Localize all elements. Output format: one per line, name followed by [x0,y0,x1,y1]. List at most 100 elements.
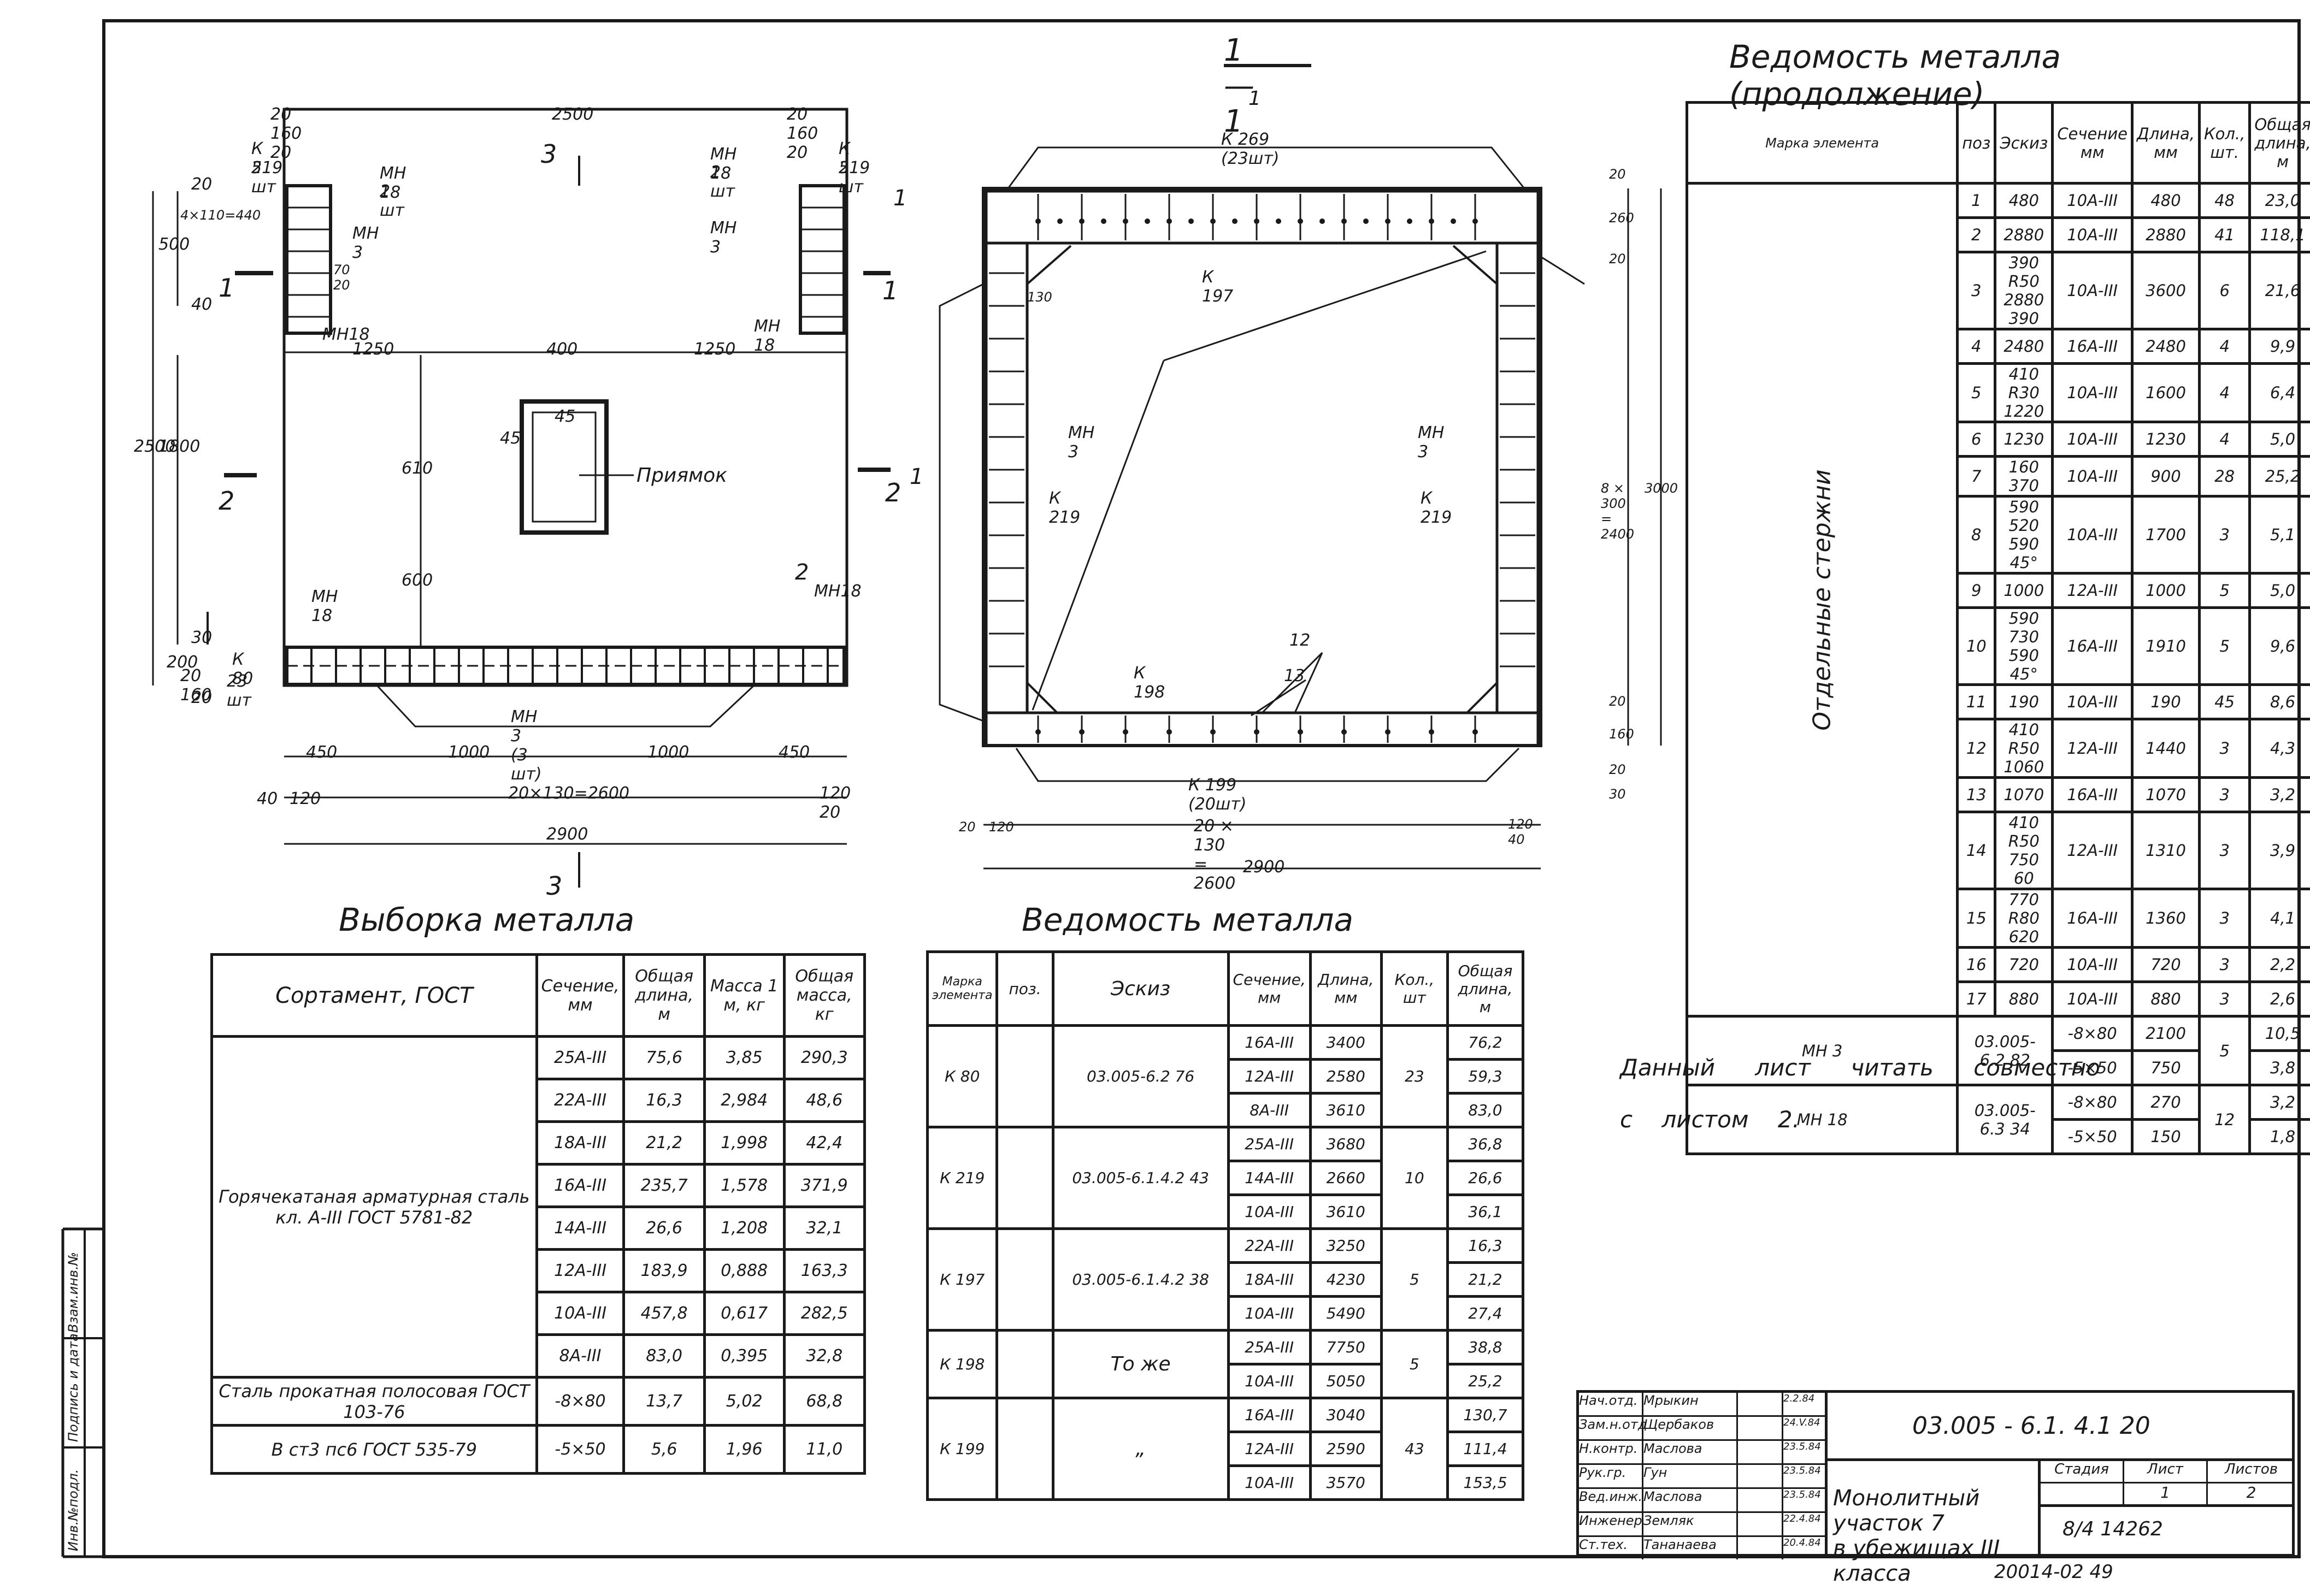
table-row: МН 18 03.005-6.3 34 -8×80 270 12 3,2 [1685,1084,2310,1155]
staff-role: Зам.н.отд [1579,1417,1647,1439]
staff-name: Маслова [1643,1489,1738,1511]
table-row: -5×50 150 1,8 [1687,1118,2310,1155]
table-row: К 197 03.005-6.1.4.2 38 22А-III 3250 5 1… [926,1227,1525,1332]
total-cell: 5,0 [2248,572,2310,609]
staff-name: Маслова [1643,1441,1738,1463]
cell: 5050 [1309,1363,1383,1399]
cell: 8А-III [1227,1092,1312,1128]
pos-cell [995,1227,1054,1332]
sheets-total: 2 [2246,1483,2256,1502]
staff-role: Ст.тех. [1579,1537,1643,1559]
cell: 3040 [1309,1397,1383,1433]
cell: 36,1 [1446,1193,1525,1230]
cell: 1,208 [703,1205,786,1251]
sketch-cell: 2480 [1994,328,2054,365]
pos-cell: 5 [1956,362,1997,423]
side-stamp-sign: Подпись и дата [66,1333,81,1442]
length-cell: 2100 [2131,1015,2201,1052]
qty-cell: 3 [2198,888,2252,949]
mark-cell: К 199 [926,1397,999,1501]
dim-label: 20 160 20 [270,105,302,162]
cell: 371,9 [782,1163,867,1208]
pos-cell: 7 [1956,455,1997,498]
cell: 0,888 [703,1248,786,1293]
note-line-1: Данный лист читать совместно [1620,1054,2100,1081]
cell: 1,96 [703,1424,786,1475]
sketch-cell: 880 [1994,980,2054,1018]
dim-label: 1250 [694,340,736,359]
mark-label: МН 18 [754,317,781,355]
cell: 5,02 [703,1376,786,1427]
cut-label: 1 [882,276,899,305]
cell: 3570 [1309,1464,1383,1501]
cell: 2580 [1309,1058,1383,1095]
mark-label: К 197 [1202,268,1234,306]
total-cell: 118,1 [2248,216,2310,253]
pos-cell [995,1397,1054,1501]
total-cell: 25,2 [2248,455,2310,498]
cell: 3610 [1309,1092,1383,1128]
mark-label: К 219 [1421,489,1452,527]
dim-label: 45 [500,429,521,448]
sketch-cell: 2880 [1994,216,2054,253]
cell: 36,8 [1446,1126,1525,1162]
pos-cell [995,1126,1054,1230]
side-stamp-inv: Инв.№подл. [66,1469,81,1551]
group-cell: Отдельные стержни [1685,182,1959,1018]
dim-label: 1800 [158,437,201,456]
dim-label: 450 [306,743,338,762]
qty-cell: 5 [1380,1227,1449,1332]
cell: -5×50 [535,1424,626,1475]
cell: 2,984 [703,1078,786,1123]
cell: 16,3 [622,1078,706,1123]
cell: 21,2 [1446,1261,1525,1298]
pos-cell: 15 [1956,888,1997,949]
sketch-cell: 770 R80 620 [1994,888,2054,949]
col-mark: Марка элемента [1685,101,1959,185]
cell: 59,3 [1446,1058,1525,1095]
cell: 32,8 [782,1333,867,1379]
side-stamp-vzam: Взам.инв.№ [66,1252,81,1333]
cell: 10А-III [1227,1193,1312,1230]
section-cell: 10А-III [2051,182,2134,219]
sheet-value-row: 1 2 [2041,1483,2295,1507]
dim-label: 2500 [552,105,594,124]
sketch-cell: 03.005-6.1.4.2 43 [1051,1126,1230,1230]
mark-label: К 219 [251,139,283,178]
vedomost-table: Марка элемента поз. Эскиз Сечение, мм Дл… [926,950,1525,1501]
qty-cell: 3 [2198,946,2252,983]
sketch-cell: „ [1051,1397,1230,1501]
section-cell: 16А-III [2051,776,2134,813]
col-qty: Кол., шт. [2198,101,2252,185]
cell: 16,3 [1446,1227,1525,1264]
cell: 1,998 [703,1120,786,1166]
dim-label: 20 [959,819,976,835]
section-cell: 10А-III [2051,362,2134,423]
length-cell: 270 [2131,1084,2201,1121]
length-cell: 1440 [2131,718,2201,779]
col-total: Общая длина, м [1446,950,1525,1027]
cell: 457,8 [622,1291,706,1336]
cut-label: 3 [546,871,563,901]
pos-label: 13 [1284,666,1305,685]
vedomost-title: Ведомость металла [1022,901,1354,938]
qty-cell: 23 [1380,1024,1449,1128]
section-cell: 10А-III [2051,683,2134,720]
total-cell: 8,6 [2248,683,2310,720]
mark-label: К 219 [839,139,870,178]
bottom-code: 20014-02 49 [1994,1561,2113,1583]
staff-name: Щербаков [1643,1417,1738,1439]
cell: -8×80 [535,1376,626,1427]
total-cell: 21,6 [2248,251,2310,330]
cut-label: 1 [893,186,908,211]
pos-cell [995,1329,1054,1399]
mark-label: К 199 (20шт) [1188,776,1247,814]
cell: 42,4 [782,1120,867,1166]
pos-label: 12 [1289,631,1311,650]
